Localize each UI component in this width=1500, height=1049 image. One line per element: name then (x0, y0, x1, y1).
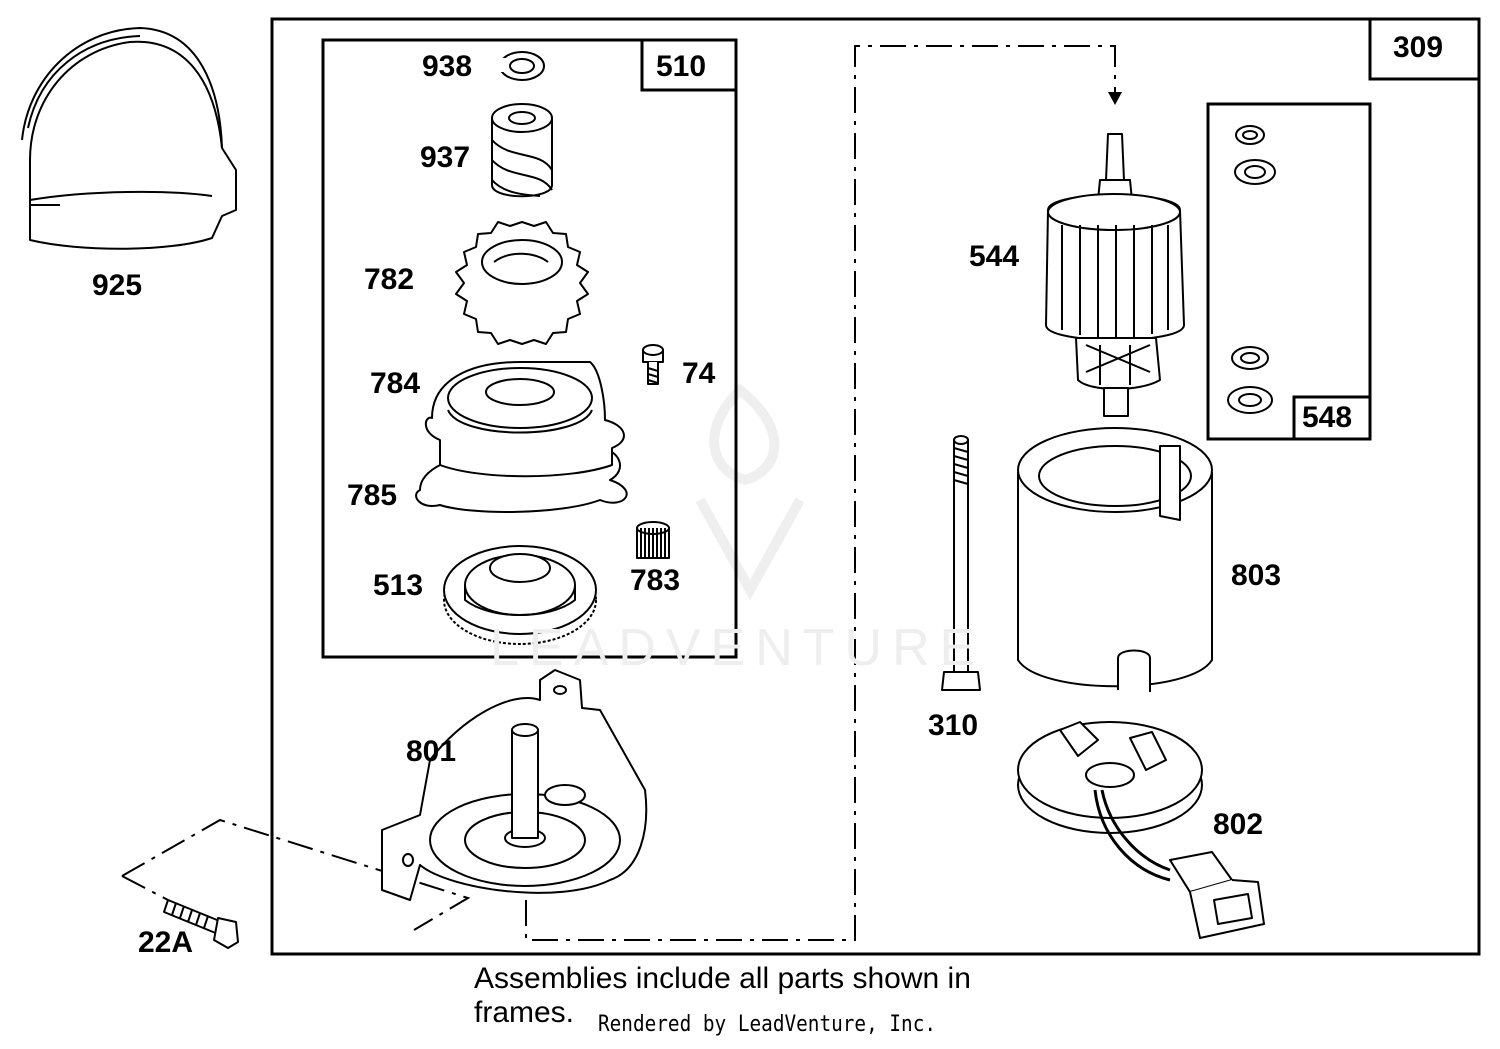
part-782-gear-icon (455, 221, 589, 345)
assembly-path-line (525, 45, 1116, 941)
part-802-brush-plate-icon (1017, 721, 1265, 939)
part-label-938: 938 (422, 50, 473, 83)
part-22a-bolt-icon (163, 899, 239, 949)
frame-510-label: 510 (656, 50, 707, 83)
frame-548-label: 548 (1302, 401, 1353, 434)
part-544-armature-icon (1045, 133, 1185, 417)
part-925-cover-icon (21, 27, 237, 250)
frame-309-label: 309 (1393, 31, 1444, 64)
part-label-22a: 22A (138, 926, 194, 959)
part-label-784: 784 (370, 367, 421, 400)
frame-510 (321, 38, 738, 659)
frame-309 (270, 17, 1481, 956)
part-label-802: 802 (1213, 808, 1264, 841)
part-74-screw-icon (642, 344, 664, 385)
assemblies-note: Assemblies include all parts shown in fr… (474, 962, 971, 1029)
part-801-housing-icon (381, 669, 648, 901)
watermark-logo-icon (695, 383, 805, 601)
part-label-937: 937 (420, 141, 471, 174)
part-label-801: 801 (406, 735, 457, 768)
watermark-text: LEADVENTURE (490, 619, 985, 677)
part-803-motor-frame-icon (1017, 427, 1213, 692)
fastener-22a-box (121, 818, 471, 931)
part-label-785: 785 (347, 479, 398, 512)
part-938-clip-icon (495, 51, 545, 81)
part-937-helix-icon (491, 103, 553, 198)
frame-510-tag (640, 38, 738, 92)
part-label-782: 782 (364, 263, 415, 296)
part-label-513: 513 (373, 569, 424, 602)
frame-548 (1206, 102, 1372, 441)
part-label-544: 544 (969, 240, 1020, 273)
assembly-path-arrow-icon (1108, 92, 1122, 105)
part-label-310: 310 (928, 709, 979, 742)
part-783-pinion-icon (636, 521, 670, 559)
part-label-803: 803 (1231, 559, 1282, 592)
frame-309-tag (1368, 17, 1481, 81)
part-label-925: 925 (92, 269, 143, 302)
part-310-through-bolt-icon (941, 435, 981, 691)
render-credit: Rendered by LeadVenture, Inc. (598, 1012, 937, 1037)
part-548-washers-icon (1227, 125, 1276, 414)
frame-548-tag (1292, 395, 1372, 441)
part-784-end-cap-icon (424, 361, 625, 478)
part-513-ring-gear-icon (443, 545, 597, 645)
part-label-783: 783 (630, 564, 681, 597)
part-label-74: 74 (682, 357, 716, 390)
